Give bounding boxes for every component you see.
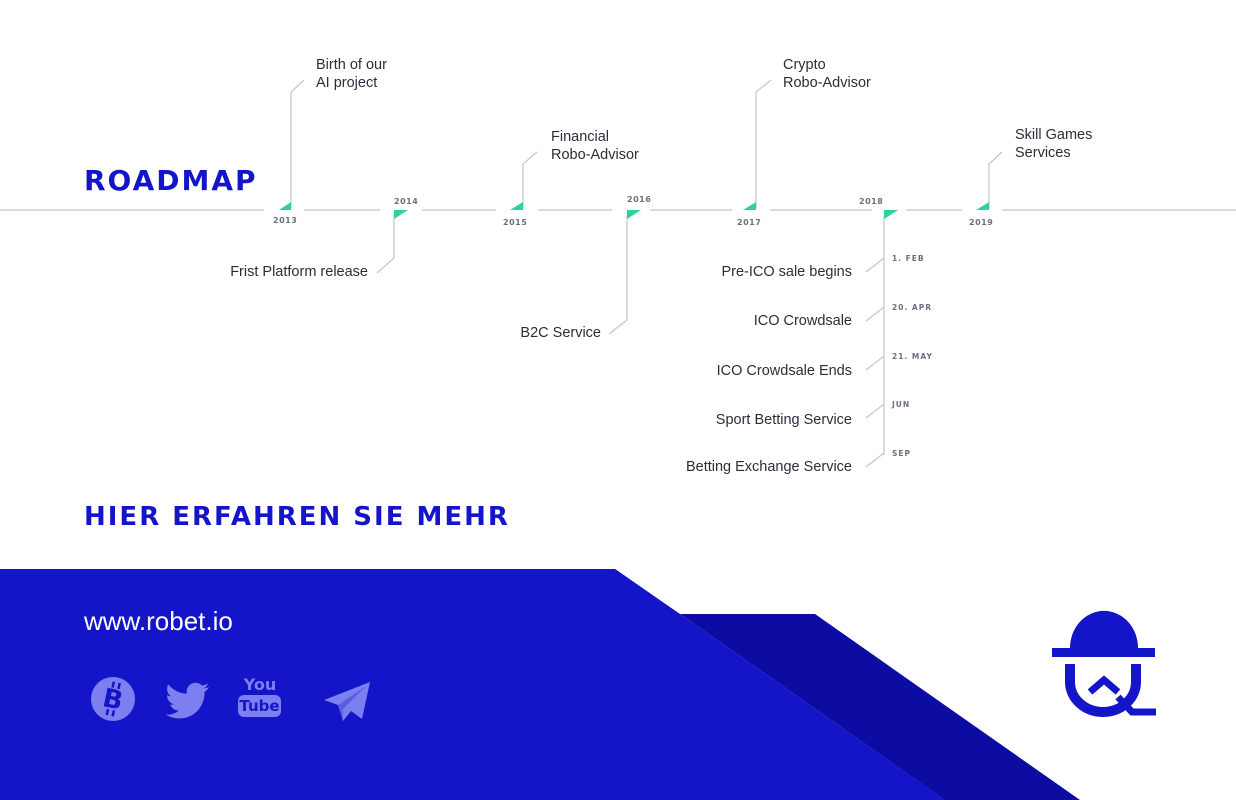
marker-2016 bbox=[627, 210, 641, 219]
year-label-2018: 2018 bbox=[859, 197, 884, 206]
milestone-2015: Financial Robo-Advisor bbox=[551, 128, 639, 164]
event-date: JUN bbox=[892, 400, 911, 409]
event-label: Pre-ICO sale begins bbox=[721, 264, 852, 280]
milestone-2019-line2: Services bbox=[1015, 145, 1071, 161]
milestone-2015-line2: Robo-Advisor bbox=[551, 147, 639, 163]
milestone-2017: Crypto Robo-Advisor bbox=[783, 56, 871, 92]
footer-blue-band bbox=[0, 569, 945, 800]
learn-more-link[interactable]: HIER ERFAHREN SIE MEHR bbox=[84, 502, 510, 532]
marker-2017 bbox=[743, 202, 756, 210]
timeline-connectors bbox=[290, 79, 1003, 468]
year-label-2017: 2017 bbox=[737, 218, 762, 227]
event-label: ICO Crowdsale bbox=[753, 313, 852, 329]
milestone-2013: Birth of our AI project bbox=[316, 56, 387, 92]
youtube-you-text: You bbox=[243, 675, 277, 694]
footer-dark-stripe bbox=[680, 614, 1080, 800]
milestone-2019: Skill Games Services bbox=[1015, 126, 1092, 162]
event-date: SEP bbox=[892, 449, 912, 458]
marker-2018 bbox=[884, 210, 898, 219]
marker-2019 bbox=[976, 202, 989, 210]
event-label: ICO Crowdsale Ends bbox=[716, 363, 852, 379]
year-label-2014: 2014 bbox=[394, 197, 419, 206]
event-label: Sport Betting Service bbox=[715, 412, 852, 428]
milestone-2019-line1: Skill Games bbox=[1015, 127, 1093, 143]
robet-logo-icon bbox=[1052, 610, 1156, 717]
milestone-2013-line1: Birth of our bbox=[316, 57, 387, 73]
timeline-markers bbox=[279, 202, 989, 219]
year-label-2019: 2019 bbox=[969, 218, 994, 227]
marker-2013 bbox=[279, 202, 291, 210]
milestone-2014: Frist Platform release bbox=[230, 264, 368, 280]
milestone-2015-line1: Financial bbox=[551, 129, 610, 145]
bitcoin-icon[interactable]: B bbox=[90, 676, 136, 722]
youtube-tube-text: Tube bbox=[238, 695, 281, 717]
year-label-2016: 2016 bbox=[627, 195, 652, 204]
roadmap-heading: ROADMAP bbox=[84, 164, 258, 197]
footer-blue-overlap bbox=[615, 569, 945, 800]
event-date: 21. MAY bbox=[892, 352, 933, 361]
marker-2014 bbox=[394, 210, 408, 219]
milestone-2017-line2: Robo-Advisor bbox=[783, 75, 871, 91]
marker-2015 bbox=[510, 202, 523, 210]
event-date: 20. APR bbox=[892, 303, 932, 312]
year-label-2015: 2015 bbox=[503, 218, 528, 227]
milestone-2017-line1: Crypto bbox=[783, 57, 826, 73]
milestone-2016: B2C Service bbox=[520, 325, 601, 341]
year-label-2013: 2013 bbox=[273, 216, 298, 225]
telegram-icon[interactable] bbox=[322, 680, 372, 724]
event-label: Betting Exchange Service bbox=[685, 459, 852, 475]
website-link[interactable]: www.robet.io bbox=[84, 606, 233, 636]
twitter-icon[interactable] bbox=[166, 682, 210, 720]
event-date: 1. FEB bbox=[892, 254, 925, 263]
milestone-2013-line2: AI project bbox=[316, 75, 378, 91]
youtube-icon[interactable]: You Tube bbox=[237, 676, 283, 722]
